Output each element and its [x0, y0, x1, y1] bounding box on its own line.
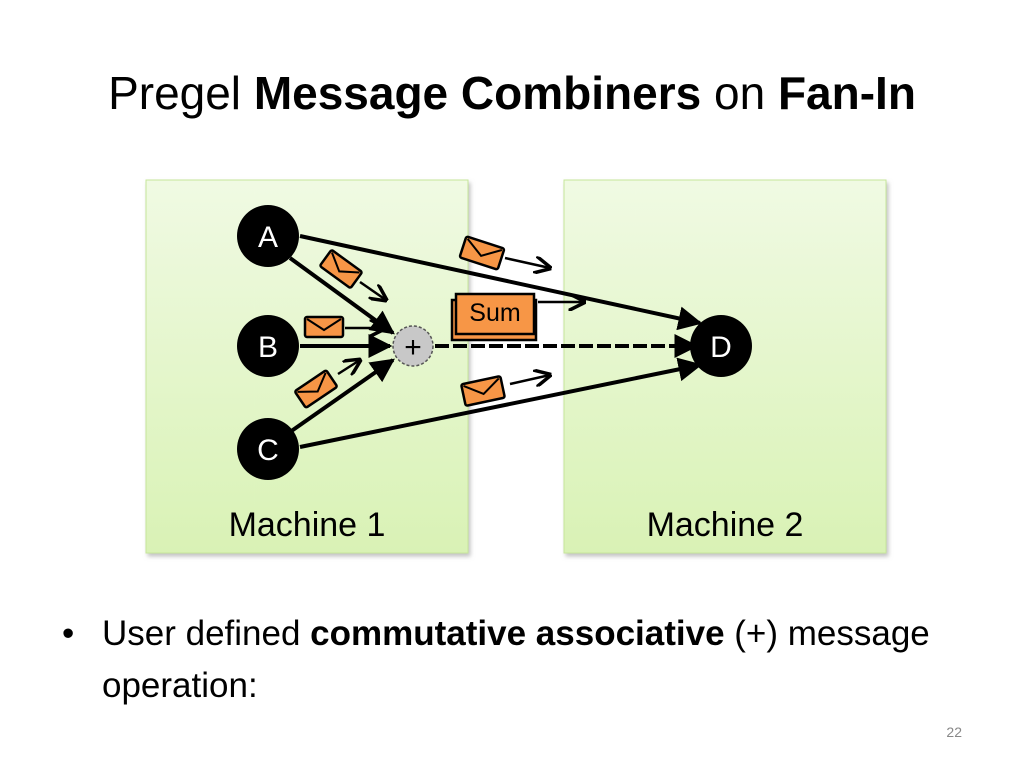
- combiner-symbol: +: [404, 331, 422, 364]
- msg-arrow-4: [337, 360, 360, 374]
- envelope-icon-4: [294, 369, 338, 409]
- bullet-text-bold: commutative associative: [310, 614, 725, 653]
- node-b-label: B: [258, 331, 278, 364]
- page-number: 22: [946, 724, 962, 740]
- machine-1-box: [145, 179, 469, 554]
- bullet-text: User defined commutative associative (+)…: [102, 608, 962, 712]
- sum-label: Sum: [469, 299, 520, 327]
- node-c: C: [237, 418, 299, 480]
- msg-arrow-1: [504, 258, 550, 268]
- sum-message: Sum: [450, 292, 538, 342]
- edge-c-to-combiner: [288, 358, 395, 434]
- envelope-icon-5: [460, 375, 506, 407]
- bullet-text-3: (+) message operation:: [102, 614, 930, 705]
- edge-a-to-d: [299, 234, 703, 331]
- machine-1-label: Machine 1: [229, 506, 386, 544]
- node-c-label: C: [257, 434, 279, 467]
- node-a: A: [237, 205, 299, 267]
- envelope-icon-3: [303, 315, 345, 339]
- bullet-text-1: User defined: [102, 614, 311, 653]
- combiner-diagram: Machine 1 Machine 2: [145, 179, 887, 554]
- envelope-icon-2: [319, 249, 363, 289]
- title-part-3: on: [701, 67, 778, 119]
- slide-title: Pregel Message Combiners on Fan-In: [0, 66, 1024, 120]
- bullet-list: • User defined commutative associative (…: [62, 608, 962, 712]
- title-part-1: Pregel: [108, 67, 254, 119]
- envelope-icon-1: [458, 235, 506, 271]
- title-part-4: Fan-In: [777, 67, 916, 119]
- combiner-node: +: [392, 325, 434, 367]
- node-d: D: [690, 315, 752, 377]
- bullet-dot: •: [62, 614, 75, 653]
- node-b: B: [237, 315, 299, 377]
- edge-c-to-d: [299, 357, 703, 449]
- bullet-item: • User defined commutative associative (…: [62, 608, 962, 712]
- node-d-label: D: [710, 331, 732, 364]
- node-a-label: A: [258, 221, 278, 254]
- machine-2-label: Machine 2: [647, 506, 804, 544]
- msg-arrow-5: [509, 375, 550, 384]
- title-part-2: Message Combiners: [253, 67, 702, 119]
- msg-arrow-2: [359, 280, 386, 300]
